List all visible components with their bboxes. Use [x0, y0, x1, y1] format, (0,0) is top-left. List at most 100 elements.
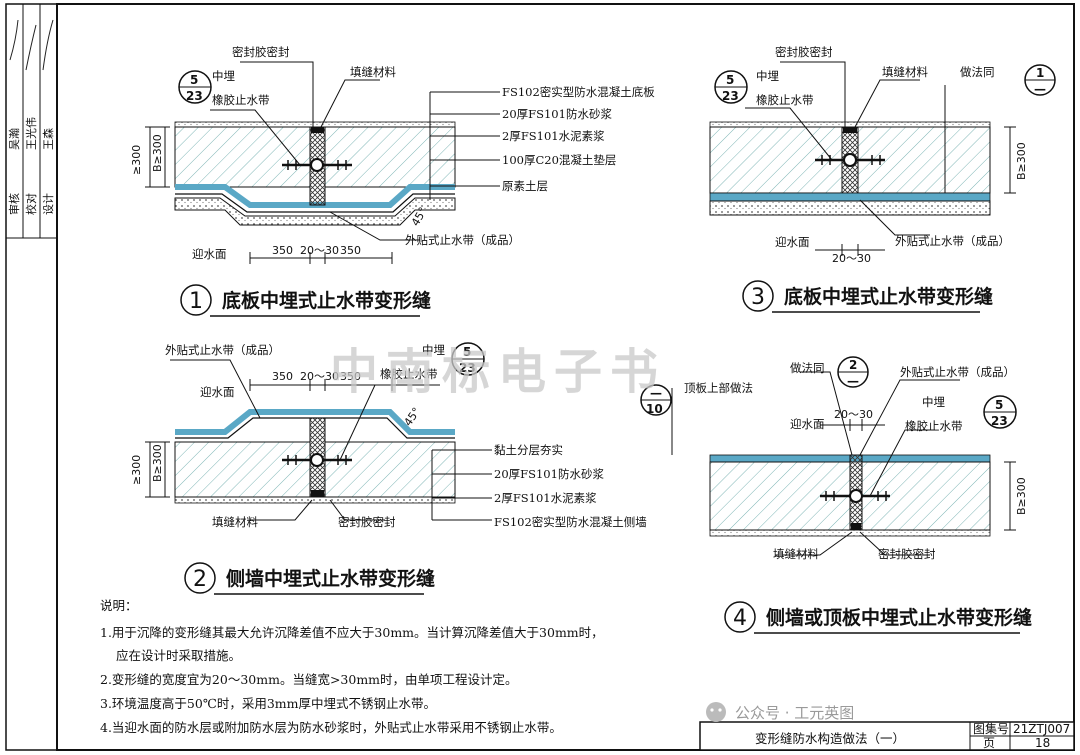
d1-slab: FS102密实型防水混凝土底板: [502, 85, 655, 99]
d1-dim-right: 350: [340, 244, 361, 257]
d4-same: 做法同: [790, 361, 825, 375]
signature-strokes: [9, 19, 54, 71]
d3-num: 3: [751, 285, 765, 310]
d2-h300: ≥300: [130, 455, 143, 485]
d2-dim-left: 350: [272, 370, 293, 383]
notes: 说明： 1.用于沉降的变形缝其最大允许沉降差值不应大于30mm。当计算沉降差值大…: [100, 598, 604, 735]
d4-rubber: 橡胶止水带: [905, 419, 963, 433]
d3-dim: 20～30: [832, 252, 871, 265]
d1-mortar: 20厚FS101防水砂浆: [502, 107, 612, 121]
detail-3: B≥300 20～30 迎水面 密封胶密封 填缝材料 中埋 橡胶止水带 做法同 …: [709, 45, 1056, 313]
d2-water-face: 迎水面: [200, 385, 235, 399]
d4-same-bot: —: [847, 374, 859, 388]
d4-dim: 20～30: [834, 408, 873, 421]
d4-ref-top: 5: [995, 398, 1003, 412]
page-number: 18: [1035, 736, 1050, 750]
d1-ref-bot: 23: [186, 89, 203, 103]
atlas-number: 21ZTJ007: [1013, 722, 1070, 736]
detail-4: B≥300 20～30 迎水面 顶板上部做法 做法同 外贴式止水带（成品） 中埋…: [640, 356, 1032, 634]
d2-ref-bot: 23: [459, 361, 476, 375]
d3-embed: 中埋: [756, 69, 779, 83]
d1-embed: 中埋: [212, 69, 235, 83]
inner-frame: [56, 3, 1075, 751]
d4-num: 4: [733, 606, 747, 631]
d1-sealant: 密封胶密封: [232, 45, 290, 59]
d3-water-face: 迎水面: [775, 235, 810, 249]
d3-same-top: 1: [1036, 66, 1044, 80]
side-name-1: 吴瀚: [7, 128, 21, 150]
page-label: 页: [983, 736, 995, 750]
atlas-label: 图集号: [973, 721, 1009, 736]
d2-embed: 中埋: [422, 343, 445, 357]
d2-dim-mid: 20～30: [300, 370, 339, 383]
d3-b300: B≥300: [1015, 142, 1028, 180]
watermark-sub: 公众号 · 工元英图: [735, 704, 854, 722]
d2-sealant: 密封胶密封: [338, 515, 396, 529]
side-approval-column: 审核 校对 设计 吴瀚 王光伟 王森: [6, 4, 57, 239]
d2-slurry: 2厚FS101水泥素浆: [494, 491, 597, 505]
title-block: 变形缝防水构造做法（一） 图集号 21ZTJ007 页 18: [699, 721, 1075, 751]
notes-heading: 说明：: [100, 598, 138, 613]
side-name-3: 王森: [41, 128, 55, 150]
d1-slurry: 2厚FS101水泥素浆: [502, 129, 605, 143]
d1-water-face: 迎水面: [192, 247, 227, 261]
d3-ref-bot: 23: [722, 89, 739, 103]
d3-ext-band: 外贴式止水带（成品）: [895, 234, 1010, 248]
d1-num: 1: [189, 289, 203, 314]
note-2: 2.变形缝的宽度宜为20～30mm。当缝宽>30mm时，由单项工程设计定。: [100, 672, 518, 687]
note-3: 3.环境温度高于50℃时，采用3mm厚中埋式不锈钢止水带。: [100, 696, 436, 711]
d4-title: 侧墙或顶板中埋式止水带变形缝: [766, 606, 1032, 629]
d3-ref-top: 5: [726, 73, 734, 87]
d1-b300: B≥300: [151, 134, 164, 172]
d3-same-bot: —: [1034, 82, 1046, 96]
d3-rubber: 橡胶止水带: [756, 93, 814, 107]
d2-ext-band: 外贴式止水带（成品）: [165, 343, 280, 357]
d2-ref-top: 5: [463, 345, 471, 359]
d2-mortar: 20厚FS101防水砂浆: [494, 467, 604, 481]
d1-dim-mid: 20～30: [300, 244, 339, 257]
sheet-title: 变形缝防水构造做法（一）: [755, 731, 905, 746]
d2-b300: B≥300: [151, 444, 164, 482]
d1-soil: 原素土层: [502, 179, 548, 193]
d4-b300: B≥300: [1015, 477, 1028, 515]
d2-dim-right: 350: [340, 370, 361, 383]
d4-embed: 中埋: [922, 395, 945, 409]
d3-sealant: 密封胶密封: [775, 45, 833, 59]
d1-title: 底板中埋式止水带变形缝: [222, 289, 431, 312]
d2-title: 侧墙中埋式止水带变形缝: [226, 567, 435, 590]
d2-wall: FS102密实型防水混凝土侧墙: [494, 515, 647, 529]
watermark-wechat: 公众号 · 工元英图: [706, 702, 854, 722]
d1-filler: 填缝材料: [350, 65, 396, 79]
d1-h300: ≥300: [130, 145, 143, 175]
d2-clay: 黏土分层夯实: [494, 443, 563, 457]
d4-sealant: 密封胶密封: [878, 547, 936, 561]
note-1b: 应在设计时采取措施。: [116, 648, 241, 663]
side-design: 设计: [42, 193, 55, 215]
d3-same: 做法同: [960, 65, 995, 79]
d4-ext-band: 外贴式止水带（成品）: [900, 365, 1015, 379]
d2-filler: 填缝材料: [212, 515, 258, 529]
d1-ref-top: 5: [190, 73, 198, 87]
detail-1: ≥300 B≥300 350 20～30 350 迎水面 45° 密封胶密封 填…: [130, 45, 655, 317]
detail-2: ≥300 B≥300 350 20～30 350 迎水面 45° 外贴式止水带（…: [130, 342, 647, 595]
d4-filler: 填缝材料: [773, 547, 819, 561]
d3-title: 底板中埋式止水带变形缝: [784, 285, 993, 308]
side-review: 审核: [7, 193, 21, 215]
d2-rubber: 橡胶止水带: [380, 367, 438, 381]
d1-rubber: 橡胶止水带: [212, 93, 270, 107]
d3-filler: 填缝材料: [882, 65, 928, 79]
d4-roof-bot: 10: [646, 402, 663, 416]
d1-cushion: 100厚C20混凝土垫层: [502, 153, 616, 167]
watermark-main: 中南标电子书: [330, 344, 666, 400]
d1-dim-left: 350: [272, 244, 293, 257]
note-4: 4.当迎水面的防水层或附加防水层为防水砂浆时，外贴式止水带采用不锈钢止水带。: [100, 720, 562, 735]
d4-roof-top: —: [650, 386, 662, 400]
d2-num: 2: [193, 567, 207, 592]
d4-roof: 顶板上部做法: [684, 381, 753, 395]
side-check: 校对: [24, 193, 38, 215]
side-name-2: 王光伟: [24, 117, 38, 150]
wechat-icon: [706, 702, 726, 722]
d1-ext-band: 外贴式止水带（成品）: [405, 233, 520, 247]
